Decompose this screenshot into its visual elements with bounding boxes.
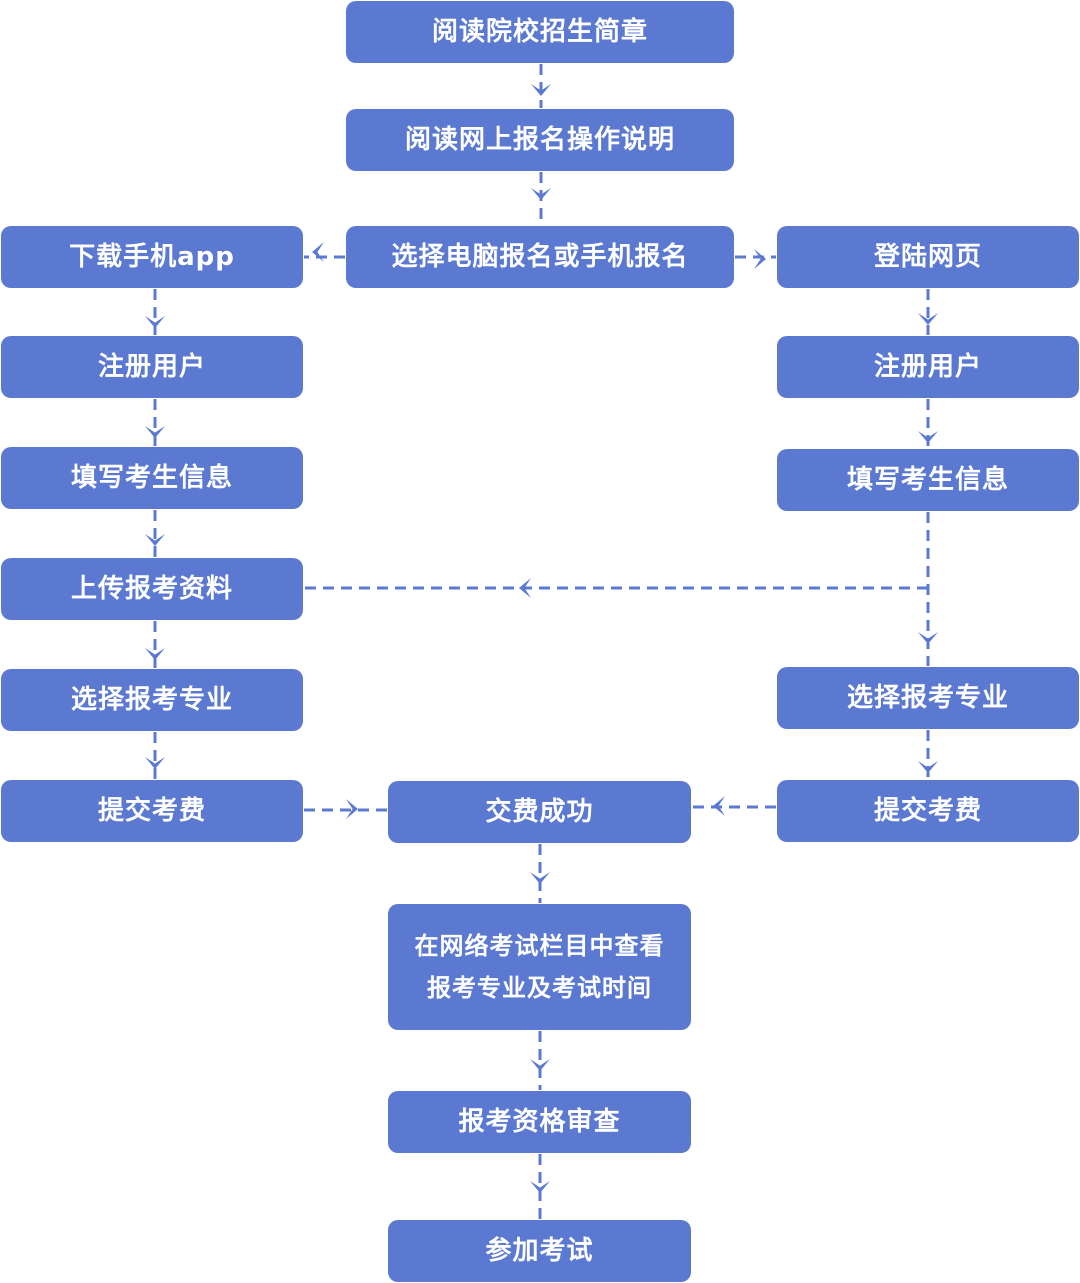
connector-schedule-to-review-arrowhead — [530, 1059, 550, 1071]
connector-instructions-to-choose-arrowhead — [531, 188, 551, 200]
connector-fill-web-to-upload-arrowhead — [519, 578, 531, 598]
node-fill-info-app-label: 填写考生信息 — [70, 463, 233, 493]
connector-major-to-pay-web-arrowhead — [918, 761, 938, 773]
node-eligibility-review: 报考资格审查 — [388, 1091, 691, 1153]
node-pay-web: 提交考费 — [777, 780, 1079, 842]
node-register-app: 注册用户 — [1, 336, 303, 398]
node-choose-major-web: 选择报考专业 — [777, 667, 1079, 729]
node-download-app-label: 下载手机app — [69, 242, 235, 272]
node-payment-success-label: 交费成功 — [485, 797, 594, 827]
node-pay-app-label: 提交考费 — [97, 796, 206, 826]
node-pay-app: 提交考费 — [1, 780, 303, 842]
node-register-web-label: 注册用户 — [873, 352, 982, 382]
node-choose-mode: 选择电脑报名或手机报名 — [346, 226, 734, 288]
connector-upload-to-major-app-arrowhead — [145, 648, 165, 660]
connector-register-to-fill-web-arrowhead — [918, 431, 938, 443]
node-fill-info-app: 填写考生信息 — [1, 447, 303, 509]
node-fill-info-web-label: 填写考生信息 — [846, 465, 1009, 495]
node-choose-major-app: 选择报考专业 — [1, 669, 303, 731]
node-choose-major-web-label: 选择报考专业 — [846, 683, 1009, 713]
connector-fill-web-to-major-arrowhead — [918, 632, 938, 644]
node-take-exam: 参加考试 — [388, 1220, 691, 1282]
node-upload-materials-label: 上传报考资料 — [70, 574, 233, 604]
node-pay-web-label: 提交考费 — [873, 796, 982, 826]
node-upload-materials: 上传报考资料 — [1, 558, 303, 620]
connector-pay-web-to-success-arrowhead — [713, 796, 725, 816]
connector-choose-to-app-arrowhead — [312, 242, 324, 262]
node-eligibility-review-label: 报考资格审查 — [458, 1107, 621, 1137]
node-register-web: 注册用户 — [777, 336, 1079, 398]
node-check-schedule-line-1: 在网络考试栏目中查看 — [414, 932, 665, 960]
connector-review-to-exam-arrowhead — [530, 1181, 550, 1193]
node-check-schedule-line-2: 报考专业及考试时间 — [427, 974, 652, 1002]
node-read-brochure: 阅读院校招生简章 — [346, 1, 734, 63]
connector-download-to-register-arrowhead — [145, 316, 165, 328]
node-check-schedule: 在网络考试栏目中查看 报考专业及考试时间 — [388, 904, 691, 1030]
connector-fill-to-upload-arrowhead — [145, 534, 165, 546]
connector-login-to-register-arrowhead — [918, 313, 938, 325]
node-choose-major-app-label: 选择报考专业 — [70, 685, 233, 715]
node-login-web-label: 登陆网页 — [873, 242, 982, 272]
connector-pay-app-to-success-arrowhead — [346, 799, 358, 819]
node-login-web: 登陆网页 — [777, 226, 1079, 288]
node-take-exam-label: 参加考试 — [485, 1236, 594, 1266]
node-read-instructions: 阅读网上报名操作说明 — [346, 109, 734, 171]
node-fill-info-web: 填写考生信息 — [777, 449, 1079, 511]
node-register-app-label: 注册用户 — [97, 352, 206, 382]
node-download-app: 下载手机app — [1, 226, 303, 288]
connector-major-to-pay-app-arrowhead — [145, 757, 165, 769]
node-read-instructions-label: 阅读网上报名操作说明 — [404, 125, 675, 155]
connector-success-to-schedule-arrowhead — [530, 872, 550, 884]
connector-brochure-to-instructions-arrowhead — [531, 84, 551, 96]
connector-register-to-fill-app-arrowhead — [145, 426, 165, 438]
node-read-brochure-label: 阅读院校招生简章 — [431, 17, 648, 47]
node-choose-mode-label: 选择电脑报名或手机报名 — [391, 242, 689, 272]
connector-choose-to-web-arrowhead — [754, 249, 766, 269]
node-payment-success: 交费成功 — [388, 781, 691, 843]
